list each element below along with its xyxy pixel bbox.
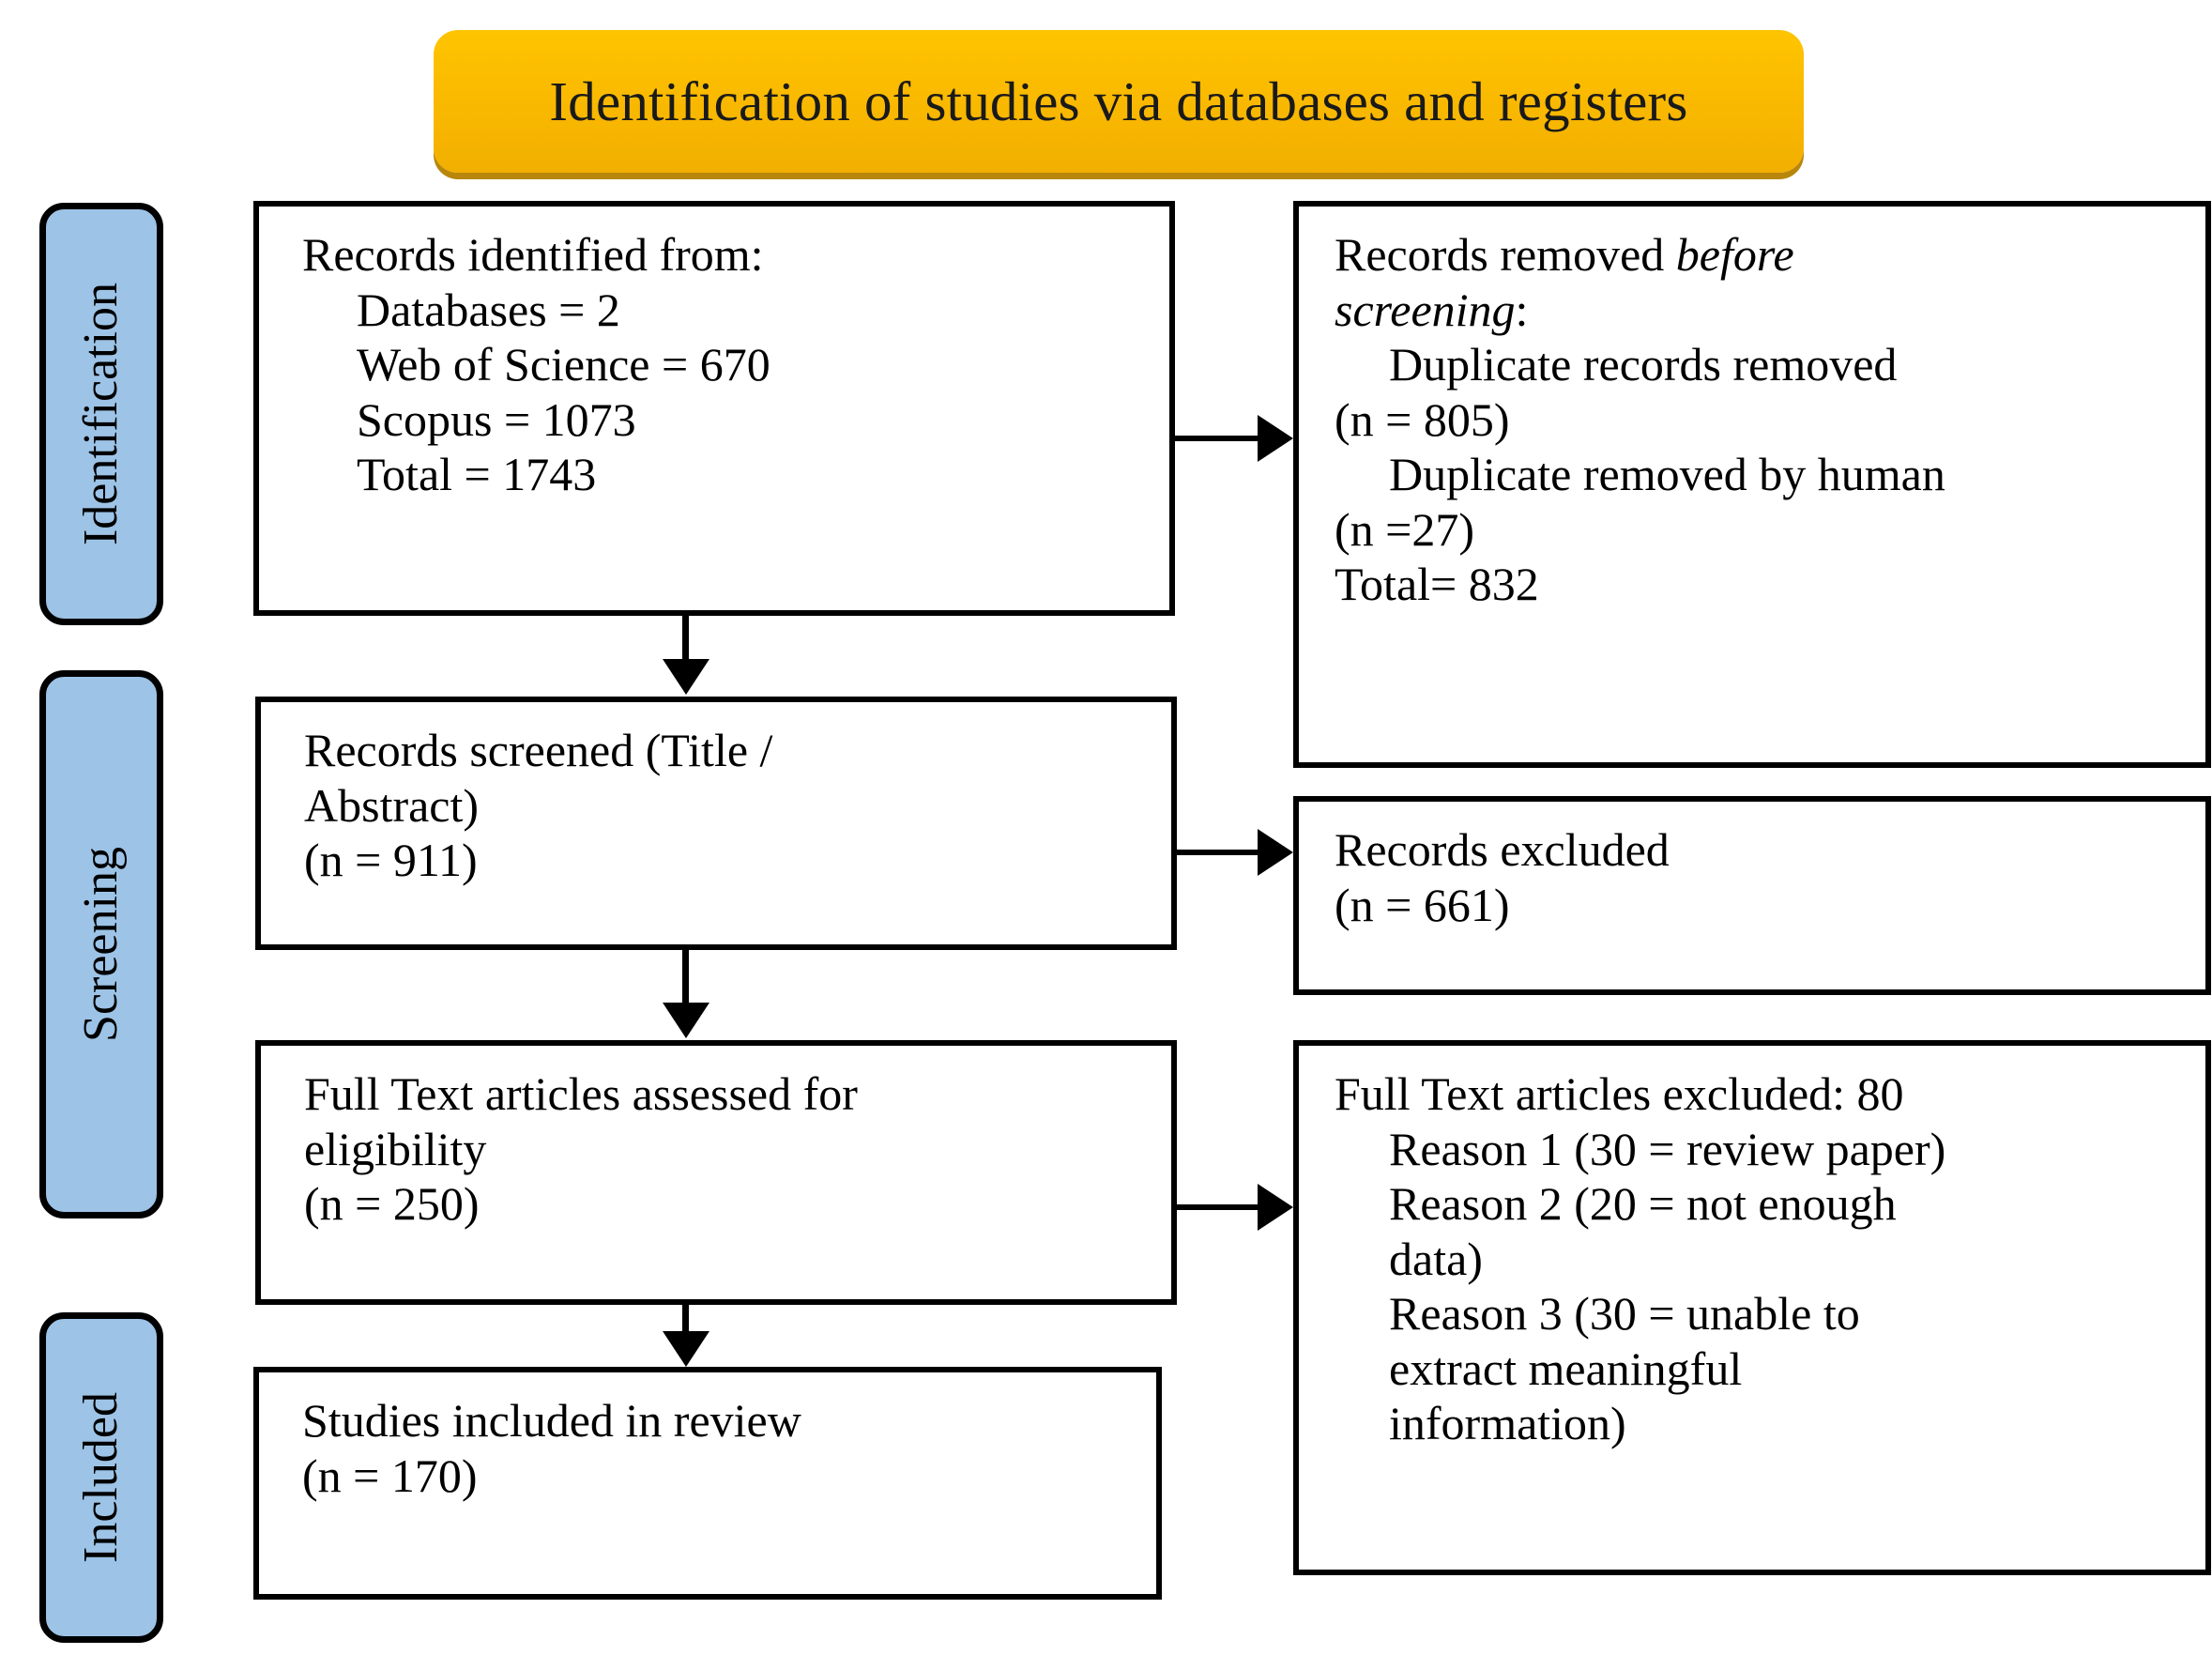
records-identified-wos: Web of Science = 670 [357, 338, 770, 391]
fulltext-excluded-reason-2: Reason 2 (20 = not enough [1389, 1177, 1897, 1230]
arrow-line [682, 1305, 689, 1339]
duplicate-records-removed-label: Duplicate records removed [1389, 338, 1898, 391]
records-removed-heading-plain1: Records removed [1335, 228, 1676, 281]
records-removed-heading-italic1: before [1675, 228, 1794, 281]
arrow-head-right-icon [1258, 415, 1293, 462]
fulltext-excluded-reason-3: Reason 3 (30 = unable to [1389, 1287, 1860, 1340]
arrow-line [1177, 1204, 1265, 1210]
box-fulltext-assessed: Full Text articles assessed for eligibil… [255, 1040, 1177, 1305]
phase-tab-identification: Identification [39, 203, 163, 625]
records-identified-scopus: Scopus = 1073 [357, 392, 636, 446]
records-removed-total: Total= 832 [1335, 558, 1539, 610]
box-studies-included: Studies included in review (n = 170) [253, 1367, 1162, 1600]
fulltext-assessed-line2: eligibility [304, 1122, 487, 1175]
arrow-line [682, 616, 689, 668]
phase-tab-included-label: Included [74, 1392, 128, 1563]
records-excluded-count: (n = 661) [1335, 878, 1510, 931]
arrow-line [1177, 850, 1265, 855]
arrow-head-down-icon [663, 1003, 709, 1038]
box-records-identified: Records identified from: Databases = 2 W… [253, 201, 1175, 616]
arrow-head-down-icon [663, 1331, 709, 1367]
fulltext-excluded-reason-3-cont2: information) [1389, 1397, 1626, 1449]
diagram-title-banner: Identification of studies via databases … [434, 30, 1804, 173]
box-records-excluded: Records excluded (n = 661) [1293, 796, 2211, 995]
arrow-head-right-icon [1258, 1184, 1293, 1231]
arrow-line [1175, 436, 1265, 441]
records-removed-heading-line1: Records removed before [1335, 227, 2181, 283]
arrow-head-right-icon [1258, 829, 1293, 876]
duplicate-removed-by-human-count: (n =27) [1335, 502, 1474, 556]
studies-included-count: (n = 170) [302, 1448, 478, 1502]
phase-tab-identification-label: Identification [74, 282, 129, 546]
duplicate-removed-by-human-label: Duplicate removed by human [1389, 448, 1945, 500]
fulltext-assessed-line1: Full Text articles assessed for [304, 1067, 858, 1120]
records-screened-line1: Records screened (Title / [304, 724, 773, 776]
fulltext-excluded-reason-2-cont: data) [1389, 1232, 1483, 1285]
records-identified-total: Total = 1743 [357, 448, 597, 500]
fulltext-excluded-heading: Full Text articles excluded: 80 [1335, 1067, 1904, 1120]
box-records-screened: Records screened (Title / Abstract) (n =… [255, 697, 1177, 950]
records-screened-line2: Abstract) [304, 778, 480, 832]
records-identified-databases: Databases = 2 [357, 283, 620, 336]
records-removed-heading-italic2: screening [1335, 283, 1516, 336]
box-fulltext-excluded: Full Text articles excluded: 80 Reason 1… [1293, 1040, 2211, 1575]
records-screened-count: (n = 911) [304, 834, 478, 886]
phase-tab-included: Included [39, 1312, 163, 1643]
records-removed-heading-plain2: : [1515, 283, 1529, 336]
fulltext-assessed-count: (n = 250) [304, 1177, 480, 1230]
diagram-title-text: Identification of studies via databases … [549, 69, 1688, 132]
arrow-head-down-icon [663, 659, 709, 695]
box-records-removed: Records removed before screening: Duplic… [1293, 201, 2211, 768]
arrow-line [682, 950, 689, 1008]
records-excluded-label: Records excluded [1335, 823, 1670, 876]
phase-tab-screening: Screening [39, 670, 163, 1218]
records-removed-heading-line2: screening: [1335, 283, 2181, 338]
fulltext-excluded-reason-3-cont: extract meaningful [1389, 1341, 1743, 1395]
duplicate-records-removed-count: (n = 805) [1335, 392, 1510, 446]
phase-tab-screening-label: Screening [74, 847, 128, 1042]
studies-included-label: Studies included in review [302, 1394, 801, 1447]
records-identified-heading: Records identified from: [302, 228, 764, 281]
fulltext-excluded-reason-1: Reason 1 (30 = review paper) [1389, 1122, 1946, 1175]
